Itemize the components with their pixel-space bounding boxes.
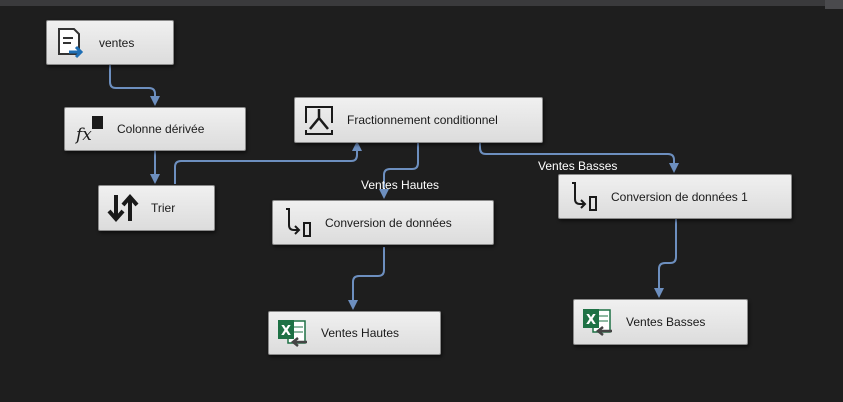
excel-destination-icon: X: [275, 315, 311, 351]
component-label: Trier: [151, 201, 176, 215]
component-label: Ventes Basses: [626, 315, 706, 329]
data-conversion-icon: [565, 179, 601, 215]
component-label: Colonne dérivée: [117, 122, 205, 136]
component-label: Ventes Hautes: [321, 326, 400, 340]
svg-text:fx: fx: [74, 125, 92, 145]
path-split-to-conv-low[interactable]: [479, 143, 679, 173]
path-conv-high-to-dest[interactable]: [348, 247, 385, 310]
sort-arrows-icon: [105, 190, 141, 226]
scroll-corner: [825, 0, 843, 9]
component-excel-destination-basses[interactable]: X Ventes Basses: [573, 299, 748, 345]
flat-file-source-icon: [53, 25, 89, 61]
derived-column-fx-icon: fx: [71, 111, 107, 147]
component-sort[interactable]: Trier: [98, 185, 215, 231]
component-label: Fractionnement conditionnel: [347, 113, 498, 127]
component-excel-destination-hautes[interactable]: X Ventes Hautes: [268, 311, 441, 355]
data-conversion-icon: [279, 205, 315, 241]
component-conditional-split[interactable]: Fractionnement conditionnel: [294, 97, 543, 143]
path-sort-to-split[interactable]: [174, 141, 362, 184]
component-label: Conversion de données: [325, 215, 452, 230]
designer-top-bar: [0, 0, 843, 6]
path-label-low: Ventes Basses: [538, 159, 618, 173]
path-conv-low-to-dest[interactable]: [654, 219, 677, 298]
svg-text:X: X: [586, 313, 596, 328]
component-label: Conversion de données 1: [611, 189, 748, 204]
svg-text:X: X: [281, 324, 291, 339]
conditional-split-icon: [301, 102, 337, 138]
component-data-conversion-1[interactable]: Conversion de données 1: [558, 174, 792, 219]
component-ventes-source[interactable]: ventes: [46, 20, 174, 65]
path-label-high: Ventes Hautes: [361, 178, 440, 192]
path-source-to-derived[interactable]: [109, 65, 160, 106]
path-split-to-conv-high[interactable]: [379, 143, 419, 199]
component-data-conversion[interactable]: Conversion de données: [272, 200, 494, 245]
component-derived-column[interactable]: fx Colonne dérivée: [64, 107, 246, 151]
component-label: ventes: [99, 35, 135, 50]
excel-destination-icon: X: [580, 304, 616, 340]
